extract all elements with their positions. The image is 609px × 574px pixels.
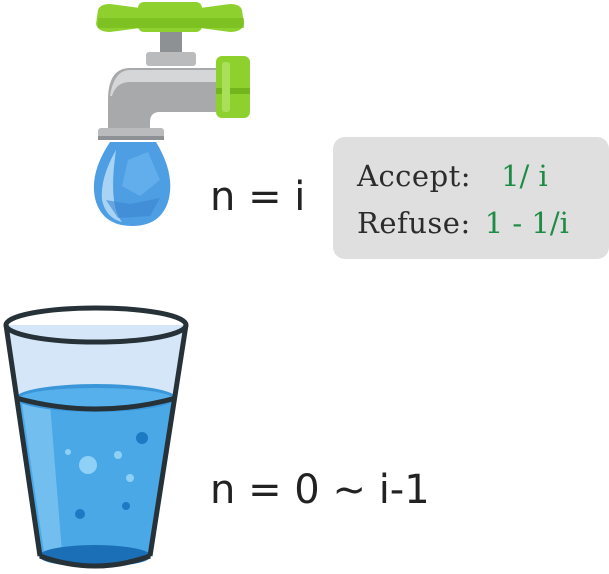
- bubbles: [65, 432, 148, 519]
- faucet-valve: [216, 56, 250, 118]
- refuse-value: 1 - 1/i: [484, 206, 569, 240]
- glass-outline: [3, 305, 189, 569]
- glass-equation: n = 0 ~ i-1: [210, 467, 430, 513]
- glass-empty-part: [6, 325, 186, 395]
- tap-equation: n = i: [210, 174, 306, 220]
- water-drop: [93, 142, 171, 226]
- faucet-body: [98, 52, 222, 140]
- accept-row: Accept: 1/ i: [357, 159, 548, 193]
- faucet-handle: [96, 2, 244, 52]
- accept-label: Accept:: [357, 159, 472, 193]
- accept-value: 1/ i: [501, 159, 548, 193]
- water-glass-icon: [3, 305, 189, 569]
- probability-box: Accept: 1/ i Refuse: 1 - 1/i: [333, 137, 609, 259]
- faucet-icon: [93, 2, 250, 226]
- refuse-row: Refuse: 1 - 1/i: [357, 206, 569, 240]
- refuse-label: Refuse:: [357, 206, 471, 240]
